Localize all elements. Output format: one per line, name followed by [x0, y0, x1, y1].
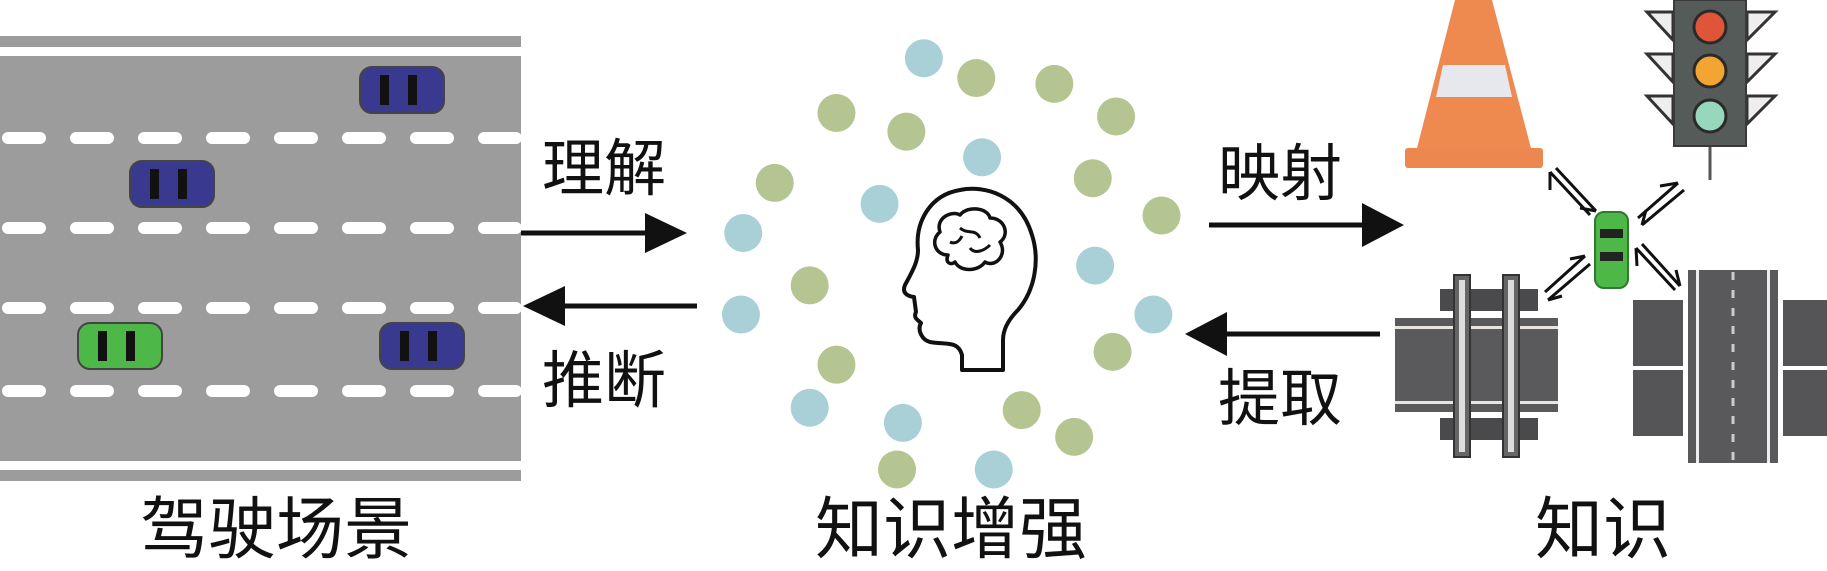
brain-head-icon [902, 186, 1038, 372]
arrow-understand [521, 213, 687, 253]
lane-dash [2, 385, 46, 397]
knowledge-dot [957, 59, 996, 98]
caption-knowledge: 知识 [1535, 491, 1672, 570]
lane-dash [206, 222, 250, 234]
caption-driving-scene: 驾驶场景 [140, 491, 413, 570]
knowledge-dots [721, 39, 1181, 489]
lane-dash [342, 302, 386, 314]
arrow-map [1209, 203, 1404, 247]
lane-dashes [2, 132, 522, 397]
lane-dash [2, 302, 46, 314]
knowledge-dot [878, 450, 917, 489]
lane-dash [70, 302, 114, 314]
lane-dash [478, 222, 522, 234]
knowledge-dot [1097, 97, 1136, 136]
lane-dash [138, 132, 182, 144]
lane-dash [342, 222, 386, 234]
lane-dash [206, 302, 250, 314]
knowledge-dot [1073, 159, 1112, 198]
lane-dash [274, 222, 318, 234]
railway-crossing-icon [1395, 274, 1558, 458]
knowledge-dot [883, 403, 922, 442]
road-intersection-icon [1633, 270, 1827, 463]
lane-dash [206, 385, 250, 397]
knowledge-dot [721, 295, 760, 334]
lane-dash [138, 302, 182, 314]
arrow-extract [1185, 312, 1380, 356]
car-icon [359, 66, 445, 114]
lane-dash [478, 302, 522, 314]
lane-dash [70, 222, 114, 234]
car-icon [379, 322, 465, 370]
lane-dash [410, 385, 454, 397]
bidirectional-arrows [1543, 166, 1685, 302]
lane-dash [478, 385, 522, 397]
knowledge-dot [1055, 417, 1094, 456]
lane-dash [70, 132, 114, 144]
label-infer: 推断 [542, 344, 667, 417]
knowledge-dot [1093, 332, 1132, 371]
lane-dash [2, 222, 46, 234]
lane-dash [410, 222, 454, 234]
knowledge-dot [860, 184, 899, 223]
lane-dash [2, 132, 46, 144]
lane-dash [410, 132, 454, 144]
lane-dash [410, 302, 454, 314]
knowledge-dot [724, 214, 763, 252]
lane-dash [138, 385, 182, 397]
knowledge-dot [1035, 64, 1074, 103]
cars [77, 66, 465, 370]
knowledge-dot [755, 163, 794, 202]
road-scene [0, 36, 522, 481]
lane-dash [342, 132, 386, 144]
lane-dash [478, 132, 522, 144]
knowledge-dot [817, 345, 856, 384]
knowledge-dot [1076, 246, 1115, 285]
knowledge-dot [790, 388, 829, 427]
lane-dash [342, 385, 386, 397]
label-understand: 理解 [542, 132, 667, 205]
knowledge-dot [887, 112, 926, 151]
knowledge-dot [1142, 196, 1181, 235]
lane-dash [206, 132, 250, 144]
knowledge-dot [904, 39, 943, 78]
car-icon [129, 160, 215, 208]
car-icon [77, 322, 163, 370]
knowledge-dot [817, 94, 856, 133]
knowledge-dot [790, 266, 829, 305]
knowledge-dot [1134, 295, 1173, 334]
traffic-light-icon [1643, 0, 1779, 180]
caption-knowledge-enhancement: 知识增强 [815, 491, 1088, 570]
lane-dash [70, 385, 114, 397]
lane-dash [274, 302, 318, 314]
label-extract: 提取 [1218, 362, 1343, 435]
knowledge-dot [974, 450, 1013, 489]
arrow-infer [523, 286, 697, 326]
knowledge-dot [1002, 391, 1041, 430]
lane-dash [138, 222, 182, 234]
lane-dash [274, 385, 318, 397]
label-map: 映射 [1218, 137, 1343, 210]
traffic-cone-icon [1405, 0, 1543, 168]
knowledge-dot [963, 138, 1002, 177]
lane-dash [274, 132, 318, 144]
ego-car-icon [1594, 211, 1629, 289]
